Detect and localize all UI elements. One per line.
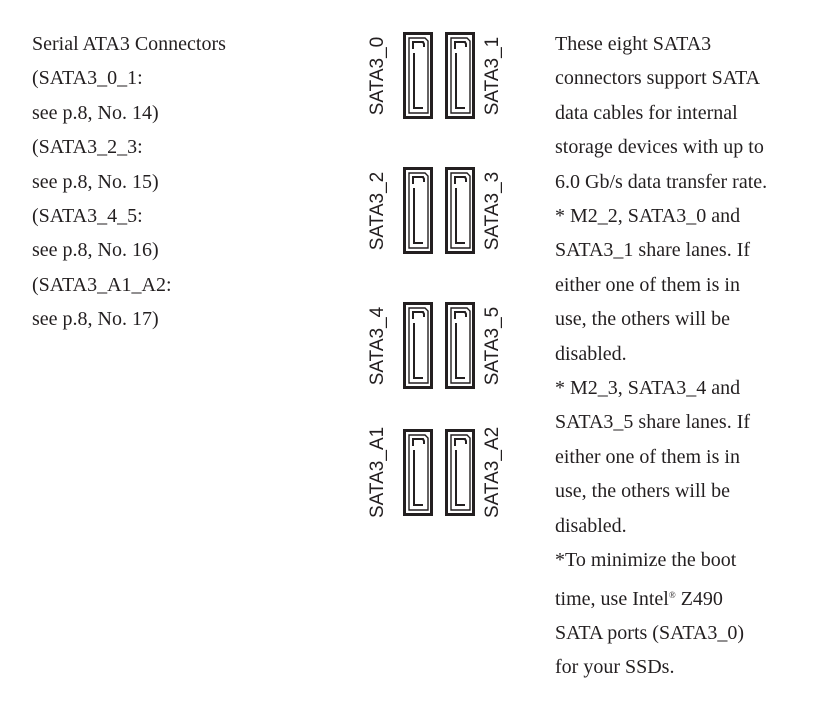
sata-connector-sata3-4 [403, 302, 433, 389]
text-line: disabled. [555, 342, 627, 365]
text-line: see p.8, No. 16) [32, 239, 159, 262]
text-line: storage devices with up to [555, 136, 764, 159]
text-line: SATA3_5 share lanes. If [555, 411, 751, 434]
text-line: use, the others will be [555, 308, 730, 331]
connector-label: SATA3_0 [367, 36, 388, 116]
text-line: use, the others will be [555, 480, 730, 503]
sata-connector-sata3-a1 [403, 429, 433, 516]
connector-label: SATA3_1 [482, 36, 503, 116]
sata-connector-sata3-0 [403, 32, 433, 119]
connector-label: SATA3_5 [482, 306, 503, 386]
sata-connector-sata3-2 [403, 167, 433, 254]
connector-description-right: These eight SATA3 connectors support SATA… [555, 27, 767, 685]
text-line: (SATA3_4_5: [32, 205, 143, 228]
text-line: *To minimize the boot [555, 549, 737, 572]
connector-label: SATA3_A2 [482, 426, 503, 518]
text-line: either one of them is in [555, 445, 740, 468]
text-line: SATA3_1 share lanes. If [555, 239, 751, 262]
text-line: see p.8, No. 17) [32, 308, 159, 331]
connector-label: SATA3_4 [367, 306, 388, 386]
sata-connector-sata3-3 [445, 167, 475, 254]
text-line: for your SSDs. [555, 656, 675, 679]
text-line: SATA ports (SATA3_0) [555, 621, 745, 644]
connector-label: SATA3_2 [367, 171, 388, 251]
sata-connector-sata3-5 [445, 302, 475, 389]
text-line: * M2_2, SATA3_0 and [555, 205, 741, 228]
text-line: (SATA3_A1_A2: [32, 273, 172, 296]
text-line: connectors support SATA [555, 67, 761, 90]
sata-connector-sata3-a2 [445, 429, 475, 516]
sata-connector-sata3-1 [445, 32, 475, 119]
connector-description-left: Serial ATA3 Connectors (SATA3_0_1:see p.8… [32, 27, 226, 337]
text-line: (SATA3_0_1: [32, 67, 143, 90]
text-line: 6.0 Gb/s data transfer rate. [555, 170, 768, 193]
text-line: disabled. [555, 514, 627, 537]
connector-label: SATA3_3 [482, 171, 503, 251]
text-line: see p.8, No. 14) [32, 101, 159, 124]
text-line: These eight SATA3 [555, 33, 712, 55]
text-line: either one of them is in [555, 273, 740, 296]
text-line: (SATA3_2_3: [32, 136, 143, 159]
connector-label: SATA3_A1 [367, 426, 388, 518]
text-line: data cables for internal [555, 101, 738, 124]
text-line: Serial ATA3 Connectors [32, 33, 226, 55]
text-line: time, use Intel® Z490 [555, 587, 723, 610]
text-line: see p.8, No. 15) [32, 170, 159, 193]
text-line: * M2_3, SATA3_4 and [555, 377, 741, 400]
